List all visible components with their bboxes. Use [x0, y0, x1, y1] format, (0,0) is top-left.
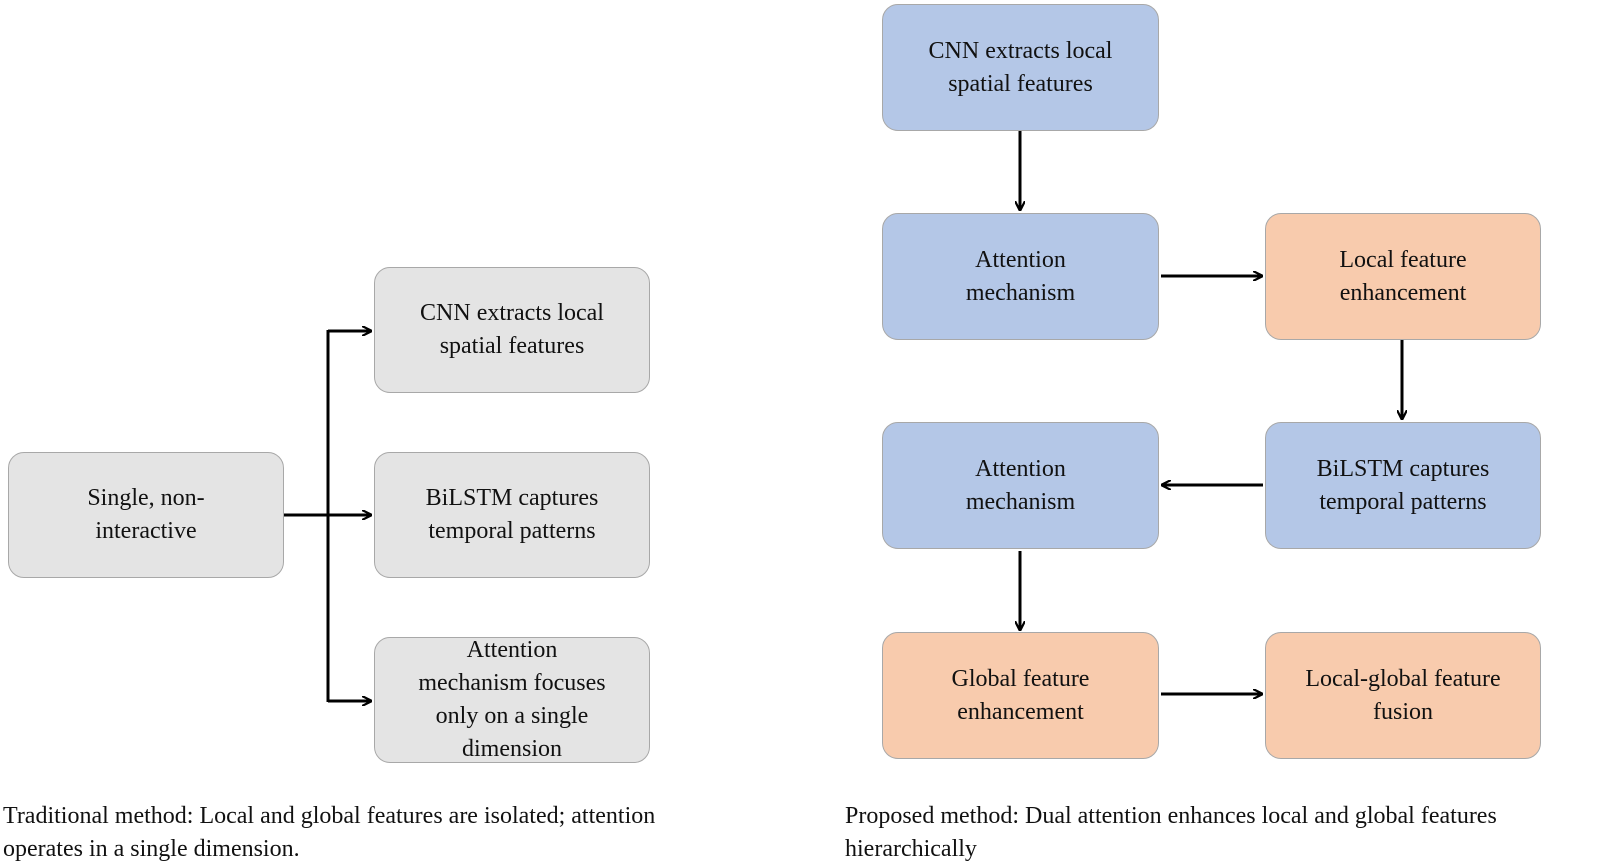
prop-cnn-box: CNN extracts local spatial features — [882, 4, 1159, 131]
prop-local-enhancement-box: Local feature enhancement — [1265, 213, 1541, 340]
prop-global-enhancement-box: Global feature enhancement — [882, 632, 1159, 759]
trad-attention-box: Attention mechanism focuses only on a si… — [374, 637, 650, 763]
prop-fusion-box: Local-global feature fusion — [1265, 632, 1541, 759]
traditional-caption: Traditional method: Local and global fea… — [3, 803, 656, 862]
proposed-caption: Proposed method: Dual attention enhances… — [845, 803, 1497, 862]
prop-attention-2-box: Attention mechanism — [882, 422, 1159, 549]
prop-bilstm-box: BiLSTM captures temporal patterns — [1265, 422, 1541, 549]
trad-bilstm-box: BiLSTM captures temporal patterns — [374, 452, 650, 578]
trad-source-box: Single, non- interactive — [8, 452, 284, 578]
trad-cnn-box: CNN extracts local spatial features — [374, 267, 650, 393]
prop-attention-1-box: Attention mechanism — [882, 213, 1159, 340]
